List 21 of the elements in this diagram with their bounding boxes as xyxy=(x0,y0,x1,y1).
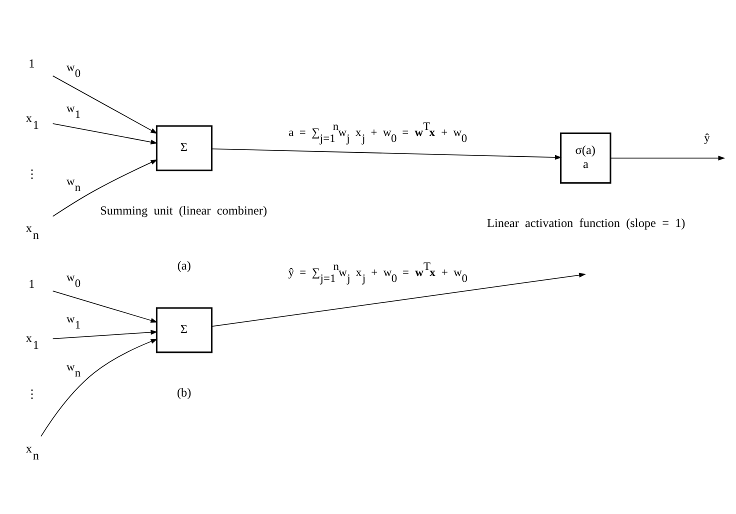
arrow xyxy=(211,272,586,326)
label: (a) xyxy=(177,258,191,272)
node-text: 1 xyxy=(28,276,35,290)
node-label: Summing unit (linear combiner) xyxy=(100,203,268,218)
arrow xyxy=(52,75,158,134)
arrow xyxy=(52,329,158,339)
arrow xyxy=(40,338,158,436)
label: ⋮ xyxy=(26,166,38,180)
label: ⋮ xyxy=(26,386,38,401)
node-box: Σ xyxy=(156,306,212,353)
arrow xyxy=(610,155,726,160)
edge-label: ŷ xyxy=(704,132,710,144)
node-box: Σ xyxy=(156,124,212,171)
arrow xyxy=(52,290,158,322)
node-text: 1 xyxy=(28,56,35,70)
arrow xyxy=(52,159,158,216)
node-box: σ(a) a xyxy=(560,132,612,184)
arrow xyxy=(211,148,562,160)
label: (b) xyxy=(176,385,192,400)
node-label: Linear activation function (slope = 1) xyxy=(487,215,686,230)
arrow xyxy=(52,122,158,144)
